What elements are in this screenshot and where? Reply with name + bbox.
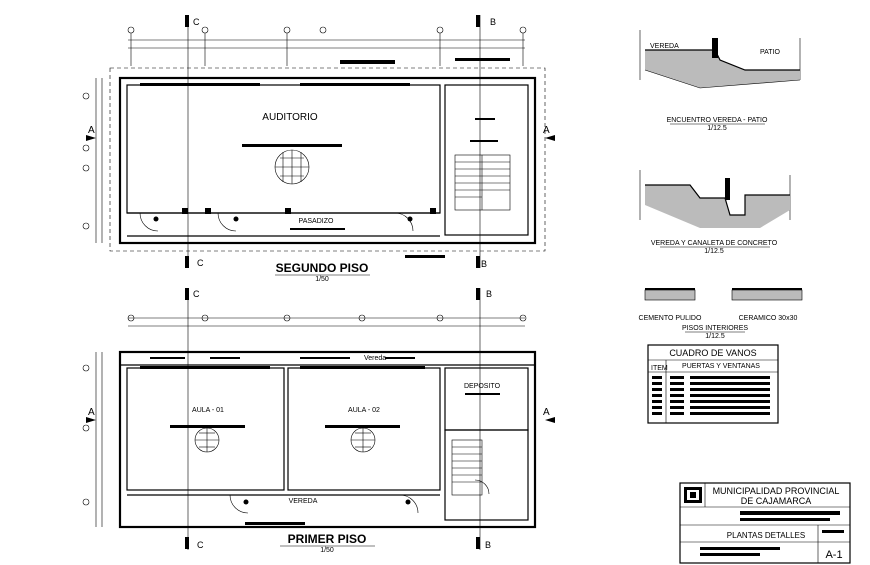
walkway-label-top: Vereda [364,355,386,362]
room-label-aula-02: AULA - 02 [348,407,380,414]
detail-1-label-patio: PATIO [760,49,781,56]
schedule-header-item: ITEM [651,365,668,372]
lower-grid-axis-marks [127,314,527,322]
municipal-crest-icon [684,487,702,503]
upper-plan-title: SEGUNDO PISO [276,261,369,275]
floors-title: PISOS INTERIORES [682,325,748,332]
lower-floor-plan: Vereda AULA - 01 AULA - 02 DEPOSITO [82,288,555,554]
upper-grid-axis-marks [127,26,527,66]
section-mark-b-top-lower: B [486,289,492,299]
upper-floor-plan: AUDITORIO PASADIZO A A C B C B [82,15,555,283]
lower-staircase [451,439,483,496]
upper-plan-scale: 1/50 [315,276,329,283]
section-mark-c-bottom-lower: C [197,540,204,550]
org-name-line-2: DE CAJAMARCA [741,496,812,506]
section-mark-a-right: A [543,125,550,136]
lower-skylight-1 [194,427,220,453]
upper-columns [182,208,436,214]
floors-scale: 1/12.5 [705,333,725,340]
section-mark-b-bottom: B [481,259,487,269]
upper-staircase [454,118,511,211]
upper-doors [139,212,414,232]
lower-skylight-2 [350,427,376,453]
sheet-number: A-1 [825,549,842,561]
schedule-title: CUADRO DE VANOS [669,348,756,358]
section-mark-a-left-lower: A [88,407,95,418]
detail-floors: CEMENTO PULIDO CERAMICO 30x30 PISOS INTE… [639,288,803,340]
upper-skylight [274,149,310,185]
section-mark-c-bottom: C [197,258,204,268]
floor-type-cemento: CEMENTO PULIDO [639,315,702,322]
walkway-label-vereda: VEREDA [289,498,318,505]
room-label-pasadizo: PASADIZO [299,218,334,225]
upper-windows-top [140,58,510,86]
room-label-auditorio: AUDITORIO [262,112,318,123]
openings-schedule: CUADRO DE VANOS ITEM PUERTAS Y VENTANAS [647,344,779,424]
detail-2-scale: 1/12.5 [704,248,724,255]
detail-vereda-canaleta: VEREDA Y CANALETA DE CONCRETO 1/12.5 [639,170,791,255]
schedule-rows [652,376,770,415]
section-mark-a-right-lower: A [543,407,550,418]
detail-1-scale: 1/12.5 [707,125,727,132]
section-mark-a-left: A [88,125,95,136]
room-label-deposito: DEPOSITO [464,383,501,390]
sheet-name: PLANTAS DETALLES [727,531,805,540]
lower-plan-title: PRIMER PISO [288,532,367,546]
detail-1-label-vereda: VEREDA [650,43,679,50]
detail-1-title: ENCUENTRO VEREDA - PATIO [667,117,768,124]
schedule-header-group: PUERTAS Y VENTANAS [682,363,760,370]
floor-type-ceramico: CERAMICO 30x30 [739,315,798,322]
lower-doors [229,479,490,514]
room-label-aula-01: AULA - 01 [192,407,224,414]
detail-vereda-patio: VEREDA PATIO ENCUENTRO VEREDA - PATIO 1/… [639,30,801,132]
section-mark-c-top: C [193,17,200,27]
org-name-line-1: MUNICIPALIDAD PROVINCIAL [713,486,840,496]
section-mark-c-top-lower: C [193,289,200,299]
section-mark-b-top: B [490,17,496,27]
lower-plan-scale: 1/50 [320,547,334,554]
section-mark-b-bottom-lower: B [485,540,491,550]
title-block: MUNICIPALIDAD PROVINCIAL DE CAJAMARCA PL… [679,482,851,564]
detail-2-title: VEREDA Y CANALETA DE CONCRETO [651,240,778,247]
